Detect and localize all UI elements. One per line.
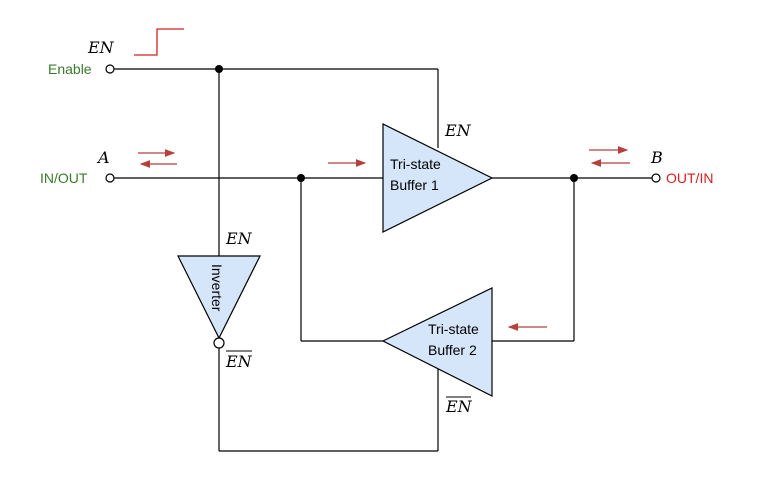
buffer1-triangle [382, 123, 494, 233]
buffer2-label-line2: Buffer 2 [428, 342, 477, 358]
enable-junction [215, 65, 223, 73]
enable-signal-label: EN [87, 38, 115, 57]
buffer2-label-line1: Tri-state [428, 321, 479, 337]
enable-terminal[interactable] [105, 64, 115, 74]
b-terminal[interactable] [651, 173, 661, 183]
a-signal-label: A [96, 148, 110, 167]
enable-step-waveform [134, 28, 184, 56]
inverter-output-label: EN [225, 352, 253, 371]
buffer2-enable-label: EN [445, 397, 473, 416]
enable-port-label: Enable [48, 61, 92, 77]
inverter-triangle [177, 255, 261, 340]
buffer1-label-line2: Buffer 1 [390, 177, 439, 193]
b-port-label: OUT/IN [666, 170, 713, 186]
a-port-label: IN/OUT [40, 170, 88, 186]
a-terminal[interactable] [105, 173, 115, 183]
b-signal-label: B [650, 148, 663, 167]
buffer1-label-line1: Tri-state [390, 156, 441, 172]
buffer2-triangle [381, 287, 493, 397]
buffer1-enable-label: EN [444, 121, 472, 140]
inverter-label: Inverter [209, 264, 225, 312]
inverter-input-label: EN [225, 229, 253, 248]
inverter-bubble [213, 337, 225, 349]
